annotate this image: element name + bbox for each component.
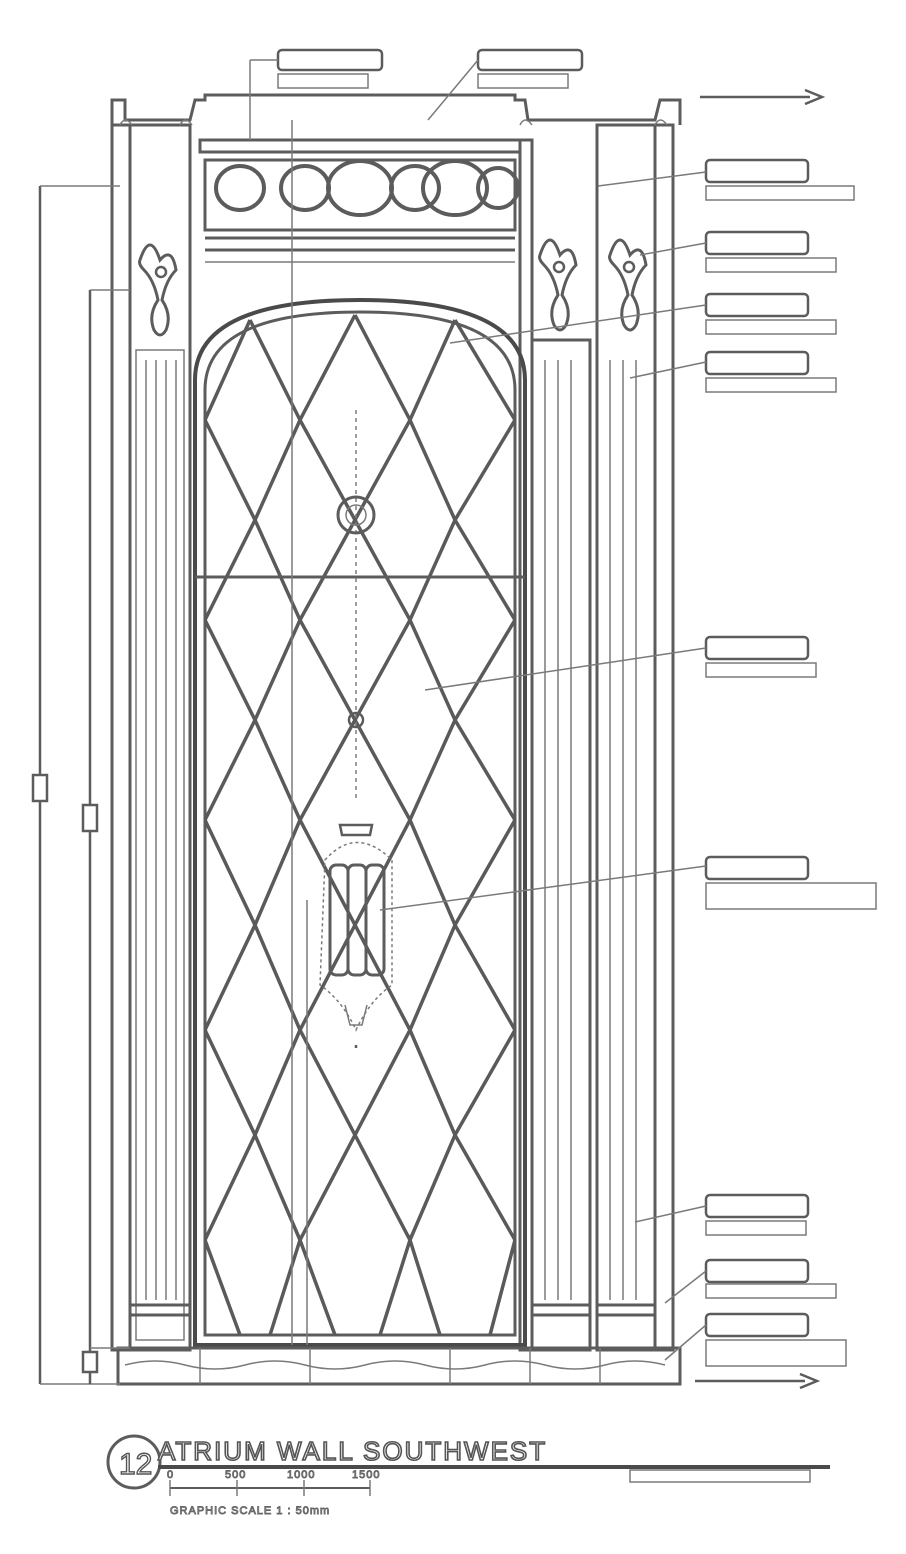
left-bracket-ornament: [138, 243, 178, 337]
drawing-number-bubble: [106, 1434, 162, 1490]
level-marker: [695, 1372, 821, 1390]
callout-tag: [427, 48, 584, 121]
left-pilaster: [110, 123, 192, 1352]
diamond-lattice: [203, 314, 517, 1336]
top-cornice: [110, 93, 682, 154]
drawing-title: ATRIUM WALL SOUTHWEST: [158, 1436, 547, 1466]
callout-tag: [424, 635, 817, 691]
callout-tags: [249, 48, 877, 1390]
callout-tag: [664, 1312, 847, 1367]
right-outer-flutes: [609, 360, 637, 1300]
title-block: 12 ATRIUM WALL SOUTHWEST 0 500 1000 1500…: [106, 1434, 830, 1518]
graphic-scale: 0 500 1000 1500 GRAPHIC SCALE 1 : 50mm: [167, 1469, 380, 1518]
scale-tick-label: 500: [225, 1469, 246, 1481]
callout-tag: [449, 292, 837, 344]
callout-tag: [379, 855, 877, 911]
callout-tag: [597, 158, 855, 201]
level-marker: [700, 88, 826, 106]
callout-tag: [639, 230, 837, 273]
callout-tag: [664, 1258, 837, 1304]
leaded-glass-panel: [193, 120, 527, 1347]
left-pilaster-flutes: [145, 360, 177, 1300]
scale-tick-label: 1000: [287, 1469, 315, 1481]
scale-tick-label: 0: [167, 1469, 174, 1481]
drawing-number: 12: [119, 1448, 152, 1481]
right-pilaster-inner: [518, 138, 592, 1352]
callout-tag: [629, 350, 837, 393]
ring-frieze: [203, 158, 520, 263]
scale-tick-label: 1500: [352, 1469, 380, 1481]
pendant-lantern: [319, 410, 393, 1048]
dimension-lines: [31, 185, 130, 1385]
right-inner-flutes: [544, 360, 572, 1300]
callout-tag: [634, 1193, 810, 1236]
callout-tag: [249, 48, 384, 140]
scale-note: GRAPHIC SCALE 1 : 50mm: [170, 1505, 330, 1517]
right-outer-bracket-ornament: [608, 238, 648, 332]
right-inner-bracket-ornament: [538, 238, 578, 332]
right-pilaster-outer: [595, 123, 675, 1352]
base-plinth: [116, 1346, 682, 1386]
